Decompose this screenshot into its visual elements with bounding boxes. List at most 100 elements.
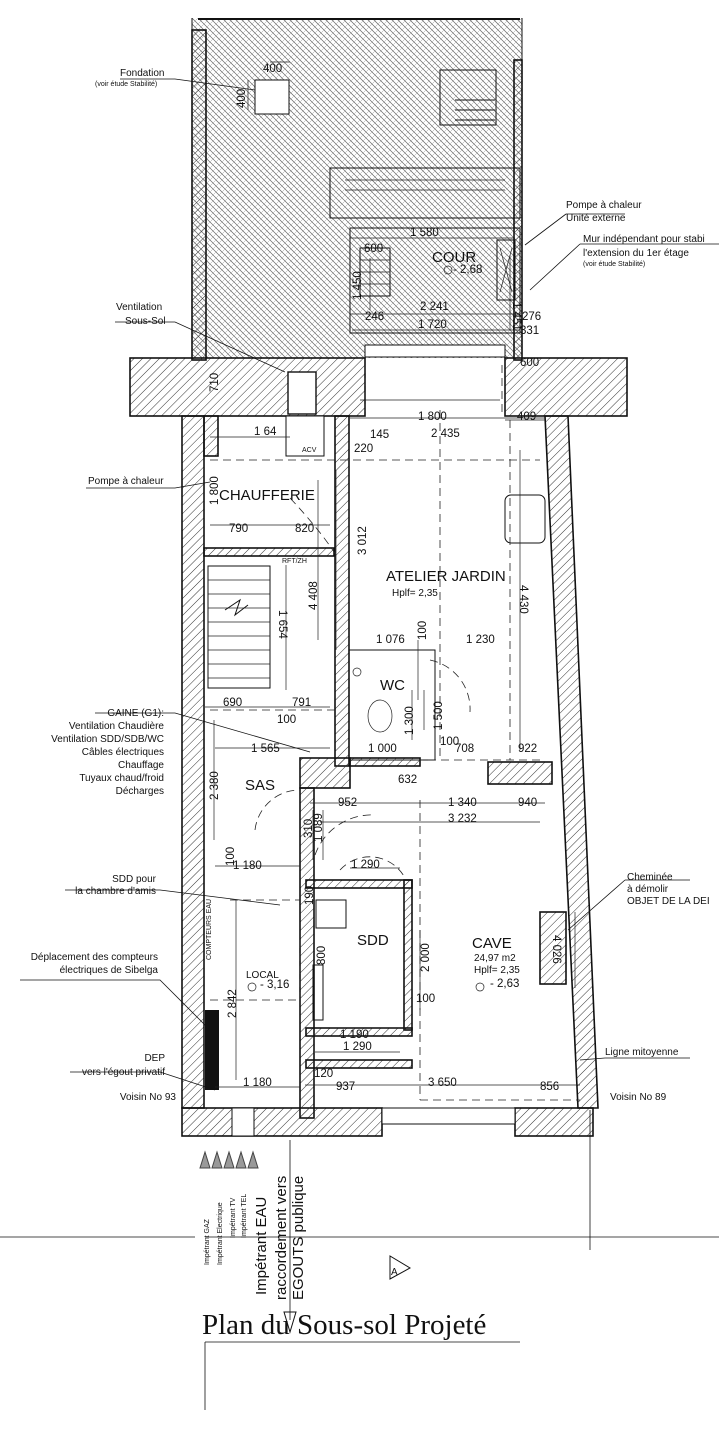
dimension: 1 720 xyxy=(418,319,447,331)
hplf-atelier: Hplf= 2,35 xyxy=(392,588,438,599)
room-cour: COUR xyxy=(432,249,476,266)
dimension: 1 580 xyxy=(410,227,439,239)
impetrant-tv: Impétrant TV xyxy=(230,1197,237,1238)
dimension: 400 xyxy=(263,63,282,75)
dimension: 1 800 xyxy=(209,476,221,505)
fondation-label: Fondation xyxy=(120,68,164,79)
dep-label: DEP xyxy=(144,1053,165,1064)
dimension: 120 xyxy=(314,1068,333,1080)
ventilation-sublabel: Sous-Sol xyxy=(125,316,166,327)
dimension: 937 xyxy=(336,1081,355,1093)
dimension: 331 xyxy=(520,325,539,337)
room-sdd: SDD xyxy=(357,932,389,949)
dimension: 1 450 xyxy=(352,271,364,300)
pompe-ext-sublabel: Unité externe xyxy=(566,213,626,224)
ventilation-label: Ventilation xyxy=(116,302,162,313)
dimension: 1 300 xyxy=(404,706,416,735)
dimension: 3 012 xyxy=(357,526,369,555)
dimension: 310 xyxy=(303,819,315,838)
leader-lines xyxy=(0,78,719,1410)
dimension: 922 xyxy=(518,743,537,755)
dimension: 2 000 xyxy=(420,943,432,972)
dimension: 710 xyxy=(209,373,221,392)
dimension: 3 650 xyxy=(428,1077,457,1089)
dimension: 1 800 xyxy=(418,411,447,423)
dimension: 220 xyxy=(354,443,373,455)
dimension: 790 xyxy=(229,523,248,535)
cheminee-label: Cheminée xyxy=(627,872,673,883)
area-cave: 24,97 m2 xyxy=(474,953,516,964)
dimension: 4 430 xyxy=(517,585,529,614)
room-sas: SAS xyxy=(245,777,275,794)
sdd-pour-label: SDD pour xyxy=(112,874,157,885)
dimension: 1 076 xyxy=(376,634,405,646)
dimension: 2 435 xyxy=(431,428,460,440)
dimension: 100 xyxy=(277,714,296,726)
walls xyxy=(129,344,628,1137)
dimension: 1 190 xyxy=(340,1029,369,1041)
dimension: 1 500 xyxy=(433,701,445,730)
room-atelier: ATELIER JARDIN xyxy=(386,568,506,585)
section-marker: A xyxy=(389,1255,412,1280)
voisin-89-label: Voisin No 89 xyxy=(610,1092,667,1103)
hplf-cave: Hplf= 2,35 xyxy=(474,965,520,976)
dimension: 400 xyxy=(236,89,248,108)
voisin-93-label: Voisin No 93 xyxy=(120,1092,177,1103)
gaine-line: GAINE (G1): xyxy=(107,708,164,719)
dimension: 4 408 xyxy=(308,581,320,610)
room-labels: COUR - 2,68 CHAUFFERIE ATELIER JARDIN Hp… xyxy=(206,249,520,992)
dimension: 1 290 xyxy=(343,1041,372,1053)
dimension: 791 xyxy=(292,697,311,709)
fondation-sublabel: (voir étude Stabilité) xyxy=(95,81,157,88)
dimension: 100 xyxy=(416,993,435,1005)
impetrant-arrows xyxy=(199,1150,259,1169)
mur-note: (voir étude Stabilité) xyxy=(583,261,645,268)
mur-sublabel: l'extension du 1er étage xyxy=(583,248,689,259)
dimension: 1 565 xyxy=(251,743,280,755)
dimension: 100 xyxy=(417,621,429,640)
gaine-line: Ventilation Chaudière xyxy=(69,721,165,732)
egouts-label: EGOUTS publique xyxy=(290,1176,307,1300)
dimension: 100 xyxy=(440,736,459,748)
dimension: 600 xyxy=(364,243,383,255)
dimension: 1 340 xyxy=(448,797,477,809)
dimension: 940 xyxy=(518,797,537,809)
level-marker xyxy=(247,982,257,992)
compteurs-label: COMPTEURS EAU xyxy=(206,899,213,960)
gaine-line: Ventilation SDD/SDB/WC xyxy=(51,734,164,745)
gaine-line: Décharges xyxy=(116,786,164,797)
room-local: LOCAL xyxy=(246,970,279,981)
room-wc: WC xyxy=(380,677,405,694)
impetrant-gaz: Impétrant GAZ xyxy=(204,1218,211,1265)
dimension: 145 xyxy=(370,429,389,441)
dimension: 2 842 xyxy=(227,989,239,1018)
level-cour: - 2,68 xyxy=(453,264,482,276)
level-marker xyxy=(443,265,453,275)
dimension: 1 451 xyxy=(510,302,522,331)
mur-label: Mur indépendant pour stabi xyxy=(583,234,705,245)
room-chaufferie: CHAUFFERIE xyxy=(219,487,315,504)
garden-foundation-area xyxy=(191,18,523,361)
ligne-mitoyenne-label: Ligne mitoyenne xyxy=(605,1047,679,1058)
level-marker xyxy=(475,982,485,992)
impetrant-tel: Impétrant TEL xyxy=(241,1194,248,1238)
section-letter: A xyxy=(391,1267,398,1278)
level-cave: - 2,63 xyxy=(490,978,519,990)
dimension-texts: 400 400 1 580 600 1 450 1 451 2 241 246 … xyxy=(209,63,562,1093)
impetrant-electrique: Impétrant Electrique xyxy=(217,1202,224,1265)
cheminee-note: OBJET DE LA DEI xyxy=(627,896,710,907)
dimension: 1 180 xyxy=(233,860,262,872)
deplacement-sublabel: électriques de Sibelga xyxy=(60,965,159,976)
dimension: 800 xyxy=(316,946,328,965)
dimension: 276 xyxy=(522,311,541,323)
dimension: 632 xyxy=(398,774,417,786)
dimension: 820 xyxy=(295,523,314,535)
dimension: 1 089 xyxy=(313,813,325,842)
plan-title: Plan du Sous-sol Projeté xyxy=(202,1309,486,1341)
dimension: 1 180 xyxy=(243,1077,272,1089)
dimension: 708 xyxy=(455,743,474,755)
room-cave: CAVE xyxy=(472,935,512,952)
dimension: 246 xyxy=(365,311,384,323)
gaine-line: Tuyaux chaud/froid xyxy=(79,773,164,784)
dimension: 952 xyxy=(338,797,357,809)
